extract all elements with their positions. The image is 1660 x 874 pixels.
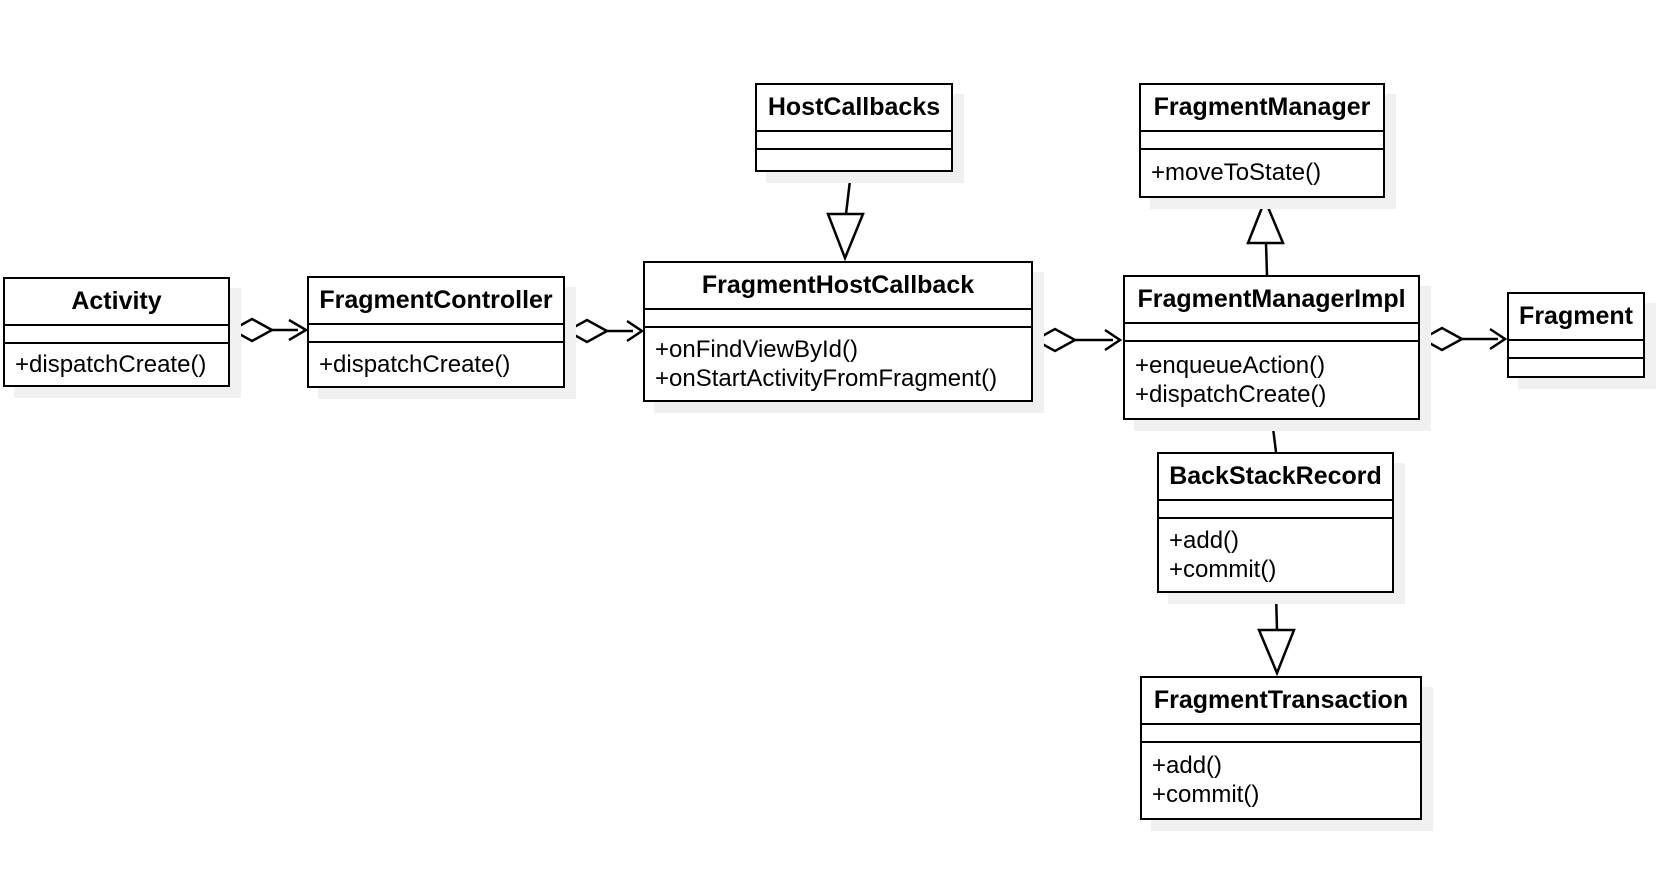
class-fragmentmanagerimpl-title: FragmentManagerImpl bbox=[1125, 277, 1418, 324]
association-connector-fragmentmanagerimpl-to-backstackrecord bbox=[1270, 419, 1278, 453]
class-fragmentmanager[interactable]: FragmentManager +moveToState() bbox=[1139, 83, 1385, 198]
class-fragmenthostcallback[interactable]: FragmentHostCallback +onFindViewById() +… bbox=[643, 261, 1033, 402]
class-fragmenttransaction[interactable]: FragmentTransaction +add() +commit() bbox=[1140, 676, 1422, 820]
class-activity[interactable]: Activity +dispatchCreate() bbox=[3, 277, 230, 387]
class-fragmentmanager-methods: +moveToState() bbox=[1141, 150, 1383, 197]
class-fragmenttransaction-methods: +add() +commit() bbox=[1142, 743, 1420, 819]
generalization-connector-hostcallbacks-to-fragmenthostcallback bbox=[826, 171, 865, 262]
class-fragmenttransaction-attributes-empty bbox=[1142, 725, 1420, 743]
aggregation-connector-activity-to-fragmentcontroller bbox=[229, 317, 309, 343]
class-fragmentmanager-title: FragmentManager bbox=[1141, 85, 1383, 132]
class-fragment-attributes-empty bbox=[1509, 341, 1643, 359]
aggregation-connector-fragmenthostcallback-to-fragmentmanagerimpl bbox=[1032, 327, 1123, 353]
method-label: +moveToState() bbox=[1151, 159, 1322, 187]
class-hostcallbacks-title: HostCallbacks bbox=[757, 85, 951, 132]
class-hostcallbacks-attributes-empty bbox=[757, 132, 951, 150]
class-activity-title: Activity bbox=[5, 279, 228, 326]
method-label: +enqueueAction() bbox=[1135, 351, 1326, 379]
class-fragmentmanagerimpl[interactable]: FragmentManagerImpl +enqueueAction() +di… bbox=[1123, 275, 1420, 420]
class-fragmentmanagerimpl-methods: +enqueueAction() +dispatchCreate() bbox=[1125, 342, 1418, 419]
class-backstackrecord-attributes-empty bbox=[1159, 501, 1392, 519]
generalization-connector-backstackrecord-to-fragmenttransaction bbox=[1257, 592, 1296, 677]
method-label: +onStartActivityFromFragment() bbox=[655, 364, 998, 392]
class-hostcallbacks-methods-empty bbox=[757, 150, 951, 171]
aggregation-connector-fragmentmanagerimpl-to-fragment bbox=[1419, 326, 1508, 352]
method-label: +commit() bbox=[1169, 555, 1277, 583]
class-fragmentcontroller-methods: +dispatchCreate() bbox=[309, 343, 563, 387]
method-label: +dispatchCreate() bbox=[1135, 380, 1327, 408]
class-activity-methods: +dispatchCreate() bbox=[5, 344, 228, 386]
class-fragment-title: Fragment bbox=[1509, 294, 1643, 341]
method-label: +dispatchCreate() bbox=[15, 350, 207, 378]
method-label: +add() bbox=[1169, 526, 1240, 554]
class-fragmentmanager-attributes-empty bbox=[1141, 132, 1383, 150]
class-fragmentmanagerimpl-attributes-empty bbox=[1125, 324, 1418, 342]
class-fragmenthostcallback-methods: +onFindViewById() +onStartActivityFromFr… bbox=[645, 328, 1031, 401]
class-hostcallbacks[interactable]: HostCallbacks bbox=[755, 83, 953, 172]
class-fragmenttransaction-title: FragmentTransaction bbox=[1142, 678, 1420, 725]
method-label: +onFindViewById() bbox=[655, 335, 858, 363]
method-label: +add() bbox=[1152, 752, 1223, 780]
class-fragment[interactable]: Fragment bbox=[1507, 292, 1645, 378]
class-fragmenthostcallback-attributes-empty bbox=[645, 310, 1031, 328]
class-fragmentcontroller-attributes-empty bbox=[309, 325, 563, 343]
class-activity-attributes-empty bbox=[5, 326, 228, 344]
class-fragmentcontroller-title: FragmentController bbox=[309, 278, 563, 325]
class-backstackrecord-methods: +add() +commit() bbox=[1159, 519, 1392, 592]
method-label: +commit() bbox=[1152, 781, 1260, 809]
class-backstackrecord-title: BackStackRecord bbox=[1159, 454, 1392, 501]
class-backstackrecord[interactable]: BackStackRecord +add() +commit() bbox=[1157, 452, 1394, 593]
class-fragmenthostcallback-title: FragmentHostCallback bbox=[645, 263, 1031, 310]
aggregation-connector-fragmentcontroller-to-fragmenthostcallback bbox=[564, 318, 645, 344]
generalization-connector-fragmentmanagerimpl-to-fragmentmanager bbox=[1246, 196, 1285, 276]
class-fragmentcontroller[interactable]: FragmentController +dispatchCreate() bbox=[307, 276, 565, 388]
method-label: +dispatchCreate() bbox=[319, 350, 511, 378]
class-fragment-methods-empty bbox=[1509, 359, 1643, 377]
